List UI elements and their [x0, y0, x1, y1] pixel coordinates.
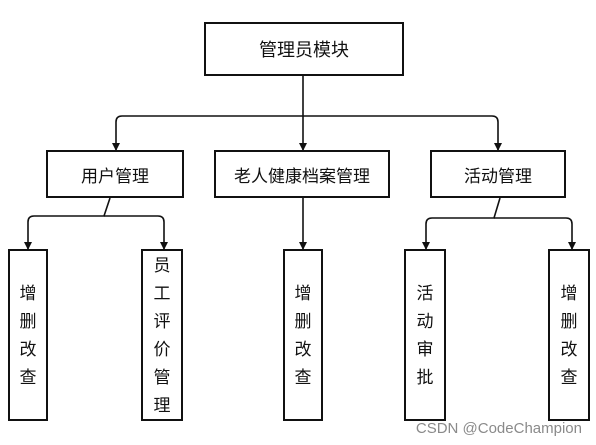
staff-review-management-label: 员工评价管理 — [153, 256, 171, 416]
root-module-box: 管理员模块 — [204, 22, 404, 76]
connector-activity-to-approval — [422, 197, 501, 250]
connector-root-to-activity-mgmt — [303, 115, 502, 151]
activity-crud-box: 增删改查 — [548, 249, 590, 421]
staff-review-management-box: 员工评价管理 — [141, 249, 183, 421]
elder-health-records-label: 老人健康档案管理 — [234, 166, 370, 187]
connector-root-to-user-mgmt — [112, 76, 304, 151]
activity-approval-label: 活动审批 — [416, 284, 434, 388]
watermark: CSDN @CodeChampion — [415, 420, 582, 437]
user-management-label: 用户管理 — [81, 166, 149, 187]
connector-activity-to-crud — [494, 217, 576, 250]
user-management-box: 用户管理 — [46, 150, 184, 198]
root-module-label: 管理员模块 — [259, 40, 349, 61]
activity-crud-label: 增删改查 — [560, 284, 578, 388]
connector-user-to-staff-review — [104, 215, 168, 250]
user-crud-box: 增删改查 — [8, 249, 48, 421]
user-crud-label: 增删改查 — [19, 284, 37, 388]
elder-health-crud-box: 增删改查 — [283, 249, 323, 421]
elder-health-crud-label: 增删改查 — [294, 284, 312, 388]
activity-approval-box: 活动审批 — [404, 249, 446, 421]
activity-management-box: 活动管理 — [430, 150, 566, 198]
activity-management-label: 活动管理 — [464, 166, 532, 187]
elder-health-records-box: 老人健康档案管理 — [214, 150, 390, 198]
connector-user-to-crud — [24, 197, 111, 250]
